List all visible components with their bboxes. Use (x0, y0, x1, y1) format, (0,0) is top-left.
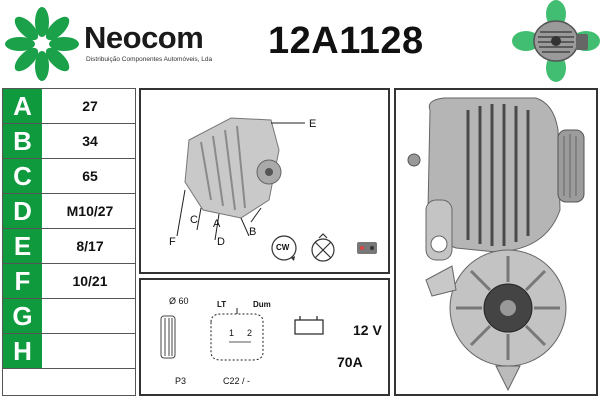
spec-value: 8/17 (76, 238, 104, 254)
pulley-diameter: Ø 60 (169, 296, 189, 306)
voltage: 12 V (353, 322, 382, 338)
spec-letter: B (3, 124, 43, 158)
brand-name: Neocom (84, 20, 204, 55)
diagram-label-b: B (249, 226, 257, 238)
product-photo-panel (394, 88, 598, 396)
spec-row-b: B 34 (3, 124, 135, 159)
spec-row-c: C 65 (3, 159, 135, 194)
plug-pin-2: 2 (247, 328, 253, 338)
alternator-thumbnail-icon (512, 0, 600, 82)
spec-row-g: G (3, 299, 135, 334)
spec-letter: E (3, 229, 43, 263)
plug-pin-dum: Dum (253, 300, 271, 309)
spec-letter: A (3, 89, 43, 123)
spec-row-d: D M10/27 (3, 194, 135, 229)
spec-value: 27 (82, 98, 98, 114)
spec-letter: H (3, 334, 43, 368)
spec-row-a: A 27 (3, 89, 135, 124)
dimension-diagram-panel: E C A F D B CW (139, 88, 390, 274)
alternator-line-drawing (176, 117, 377, 262)
plug-code: C22 / - (223, 376, 251, 386)
diagram-label-e: E (309, 118, 317, 130)
alternator-photo-icon (407, 97, 585, 392)
spec-value: 10/21 (72, 273, 108, 289)
diagram-label-d: D (217, 236, 225, 248)
brand-tagline: Distribuição Componentes Automóveis, Lda (86, 56, 213, 63)
spec-letter: D (3, 194, 43, 228)
spec-table: A 27 B 34 C 65 D M10/27 E 8/17 F 10/21 G… (2, 88, 136, 396)
connection-panel: Ø 60 P3 LT Dum 1 2 C22 / - 12 V 70A (139, 278, 390, 396)
spec-row-h: H (3, 334, 135, 369)
pulley-and-plug-drawing (160, 308, 324, 361)
spec-letter: F (3, 264, 43, 298)
neocom-logo-icon (5, 7, 79, 81)
spec-value: 65 (82, 168, 98, 184)
spec-row-e: E 8/17 (3, 229, 135, 264)
diagram-label-f: F (169, 236, 176, 248)
spec-letter: C (3, 159, 43, 193)
spec-value: M10/27 (66, 203, 114, 219)
amperage: 70A (337, 354, 363, 370)
spec-value (45, 334, 135, 368)
spec-letter: G (3, 299, 43, 333)
spec-value (45, 299, 135, 333)
spec-value: 34 (82, 133, 98, 149)
plug-pin-lt: LT (217, 300, 227, 309)
part-number: 12A1128 (268, 20, 424, 62)
rotation-label: CW (276, 243, 290, 252)
plug-pin-1: 1 (229, 328, 235, 338)
spec-row-f: F 10/21 (3, 264, 135, 299)
diagram-label-a: A (213, 218, 221, 230)
pulley-type: P3 (175, 376, 187, 386)
diagram-label-c: C (190, 214, 198, 226)
